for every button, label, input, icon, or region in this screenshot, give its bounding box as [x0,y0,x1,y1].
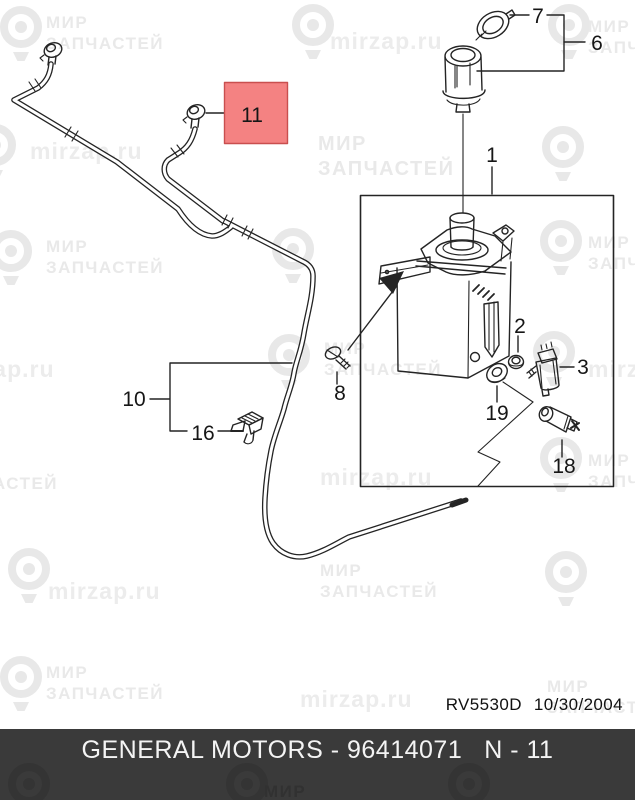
mounting-screw-8 [324,346,351,370]
watermark-pin-icon [0,230,32,272]
callout-6: 6 [591,32,603,55]
footer-bar: МИР GENERAL MOTORS - 96414071 N - 11 [0,729,635,800]
watermark-pin-icon [0,6,42,48]
highlight-box-part-11[interactable]: 11 [205,81,289,145]
watermark-site-text: mirzap.ru [320,464,433,490]
diagram-canvas: 11 7 6 1 2 3 8 19 18 10 16 [11,5,615,560]
callout-2: 2 [514,315,526,338]
hose-clip-16 [230,411,264,445]
callout-7: 7 [532,5,544,28]
callout-10: 10 [122,388,145,411]
washer-nozzle-right [182,104,206,129]
watermark-pin-icon [8,763,50,800]
watermark-site-text: mirzap.ru [300,686,413,712]
washer-hose-assembly [11,61,469,560]
washer-pump-3 [526,341,560,397]
watermark-pin-icon [268,334,310,376]
hose-connector-bands [28,78,254,240]
watermark-pin-icon [8,548,50,590]
watermark-pin-icon [545,551,587,593]
watermark-site-text: mirzap.ru [0,356,55,382]
watermark-site-text: mirzap.ru [588,356,635,382]
tank-bracket-tab [492,224,515,262]
highlight-rect[interactable] [223,81,289,145]
drawing-code: RV5530D [445,695,522,714]
filler-cap [476,10,510,40]
callout-18: 18 [552,455,575,478]
drawing-date: 10/30/2004 [533,695,623,714]
filler-neck [442,9,516,214]
grommet-2 [507,354,525,370]
tank-bracket-arm [378,256,431,294]
watermark-site-text: mirzap.ru [330,28,443,54]
callout-3: 3 [577,356,589,379]
footer-bar-text: GENERAL MOTORS - 96414071 N - 11 [0,736,635,765]
watermark-site-text: mirzap.ru [48,578,161,604]
watermark-pin-icon [540,437,582,479]
watermark-pin-icon [0,656,42,698]
drawing-reference: RV5530D 10/30/2004 [446,695,623,715]
reservoir-box-outline [359,194,615,488]
connection-lines [477,381,534,487]
seal-ring-19 [486,362,508,384]
watermark-pin-icon [226,763,268,800]
washer-nozzle-left [39,42,63,66]
callout-8: 8 [334,382,346,405]
footer-page-ref: N - 11 [484,736,554,764]
callout-19: 19 [485,402,508,425]
watermark-brand-text: МИР [264,782,307,800]
watermark-pin-icon [448,763,490,800]
footer-part-number: GENERAL MOTORS - 96414071 [81,736,463,764]
callout-11[interactable]: 11 [241,104,263,127]
watermark-pin-icon [292,4,334,46]
reservoir-tank [378,212,515,379]
watermark-pin-icon [540,220,582,262]
callout-1: 1 [486,144,498,167]
callout-leaders [149,14,586,458]
level-sensor-18 [538,406,580,433]
watermark-pin-icon [542,126,584,168]
callout-16: 16 [191,422,214,445]
